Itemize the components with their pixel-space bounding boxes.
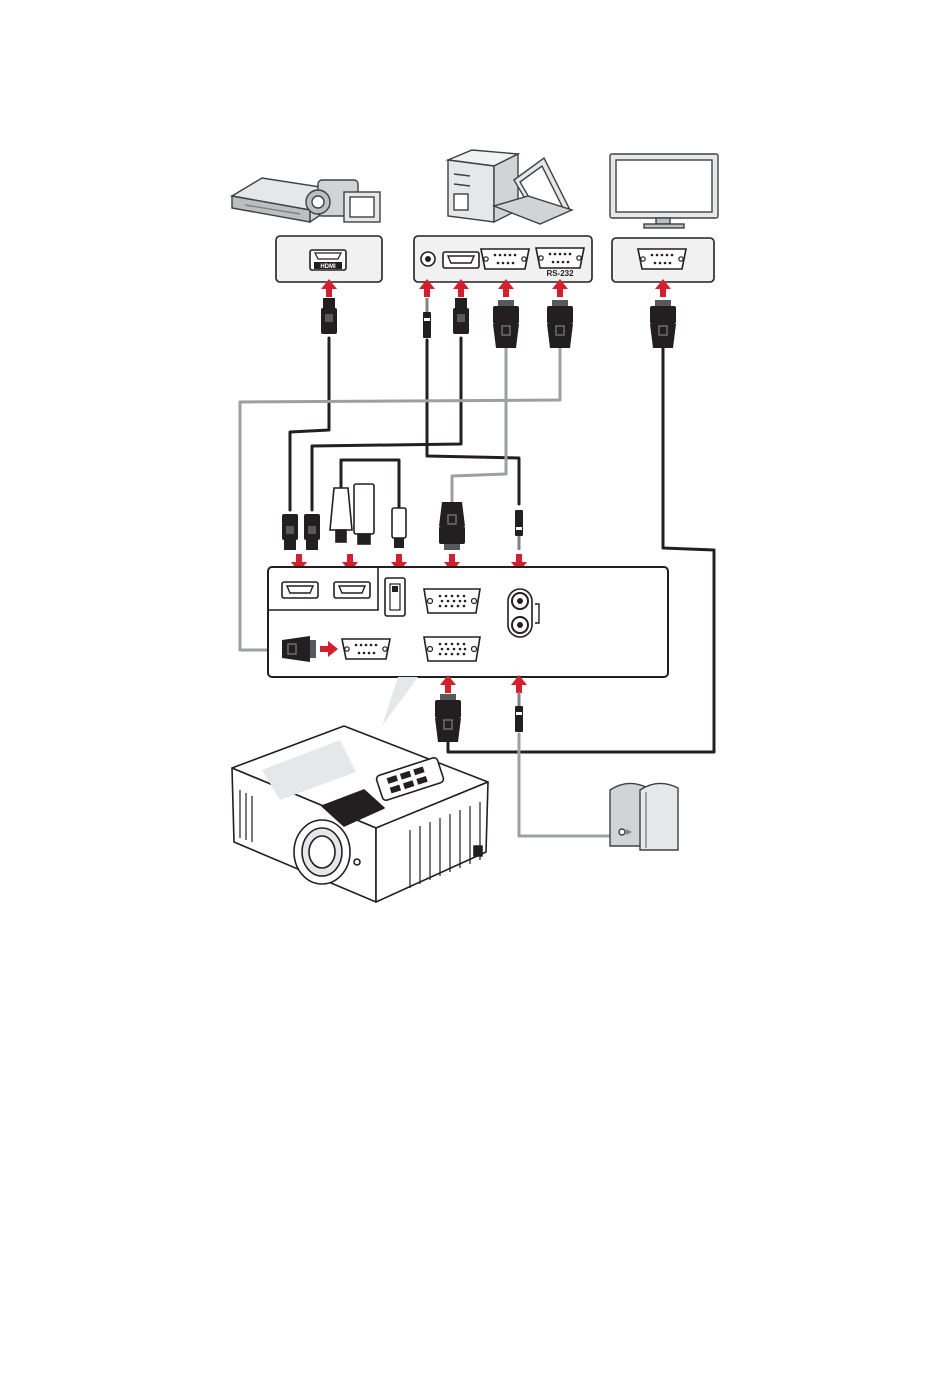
hdmi-plug-icon (304, 514, 320, 550)
vga-plug-icon (650, 300, 676, 348)
hdmi-cable-camcorder (290, 338, 329, 510)
vga-cable-monitor (448, 344, 714, 752)
audio-plug-icon (515, 510, 523, 550)
hdmi-plug-icon (321, 298, 337, 334)
callout-wedge (382, 677, 418, 726)
speakers-icon (610, 783, 678, 850)
projector-rear-panel (268, 567, 668, 677)
projector-computer-in-port-icon (424, 589, 480, 613)
audio-plug-icon (515, 692, 523, 732)
hdmi-dongle-icon (330, 484, 374, 544)
monitor-port-panel (612, 238, 714, 282)
vga-plug-icon (435, 694, 461, 742)
pc-port-panel: RS-232 (414, 236, 592, 282)
vga-plug-icon (493, 300, 519, 348)
projector-monitor-out-port-icon (424, 637, 480, 661)
pc-rs232-port-icon (536, 248, 584, 268)
audio-cable-speakers (519, 734, 616, 836)
hdmi-port-label: HDMI (320, 264, 336, 270)
projector-usb-port-icon (385, 578, 405, 616)
projector-hdmi1-port-icon (282, 582, 318, 598)
pc-audio-jack-icon (421, 252, 435, 266)
vga-plug-icon (439, 502, 465, 550)
hdmi-cable-pc (312, 338, 461, 510)
camcorder-port-panel: HDMI (276, 236, 382, 282)
vga-plug-icon (547, 300, 573, 348)
projector-rs232-port-icon (342, 639, 390, 659)
monitor-icon (610, 154, 718, 228)
audio-plug-icon (423, 298, 431, 338)
monitor-vga-port-icon (638, 249, 686, 269)
pc-hdmi-port-icon (443, 252, 479, 268)
projector-hdmi2-port-icon (334, 582, 370, 598)
rs232-port-label: RS-232 (546, 269, 574, 278)
usb-plug-icon (392, 508, 406, 548)
hdmi-plug-icon (282, 514, 298, 550)
hdmi-plug-icon (453, 298, 469, 334)
pc-vga-port-icon (481, 249, 529, 269)
